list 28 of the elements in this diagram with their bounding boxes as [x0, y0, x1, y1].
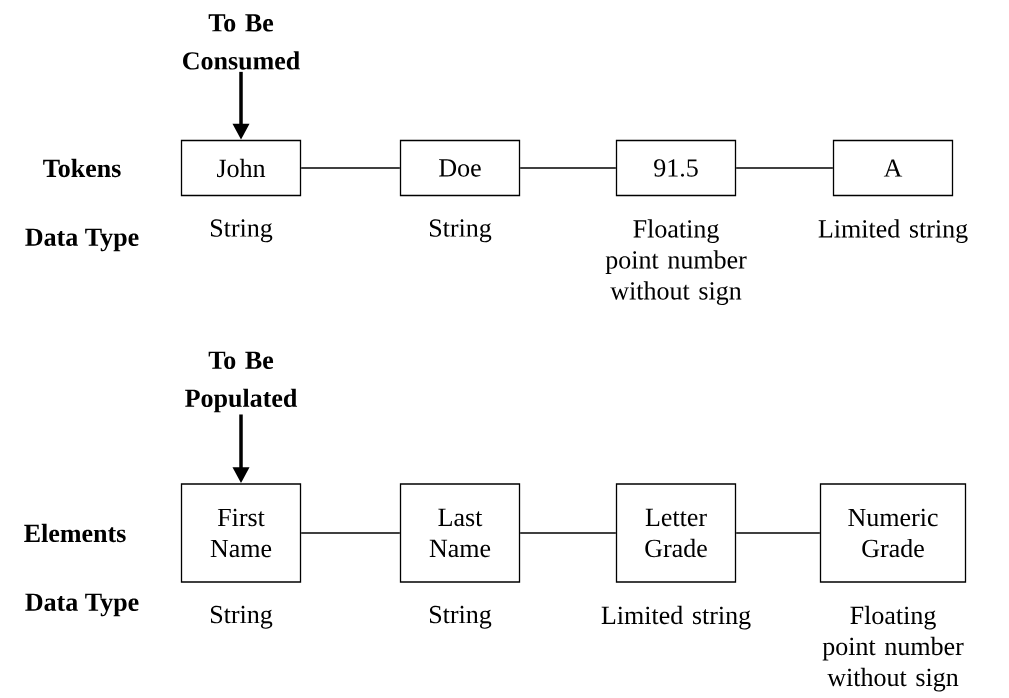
- token-box: 91.5: [615, 139, 737, 197]
- row-label: Data Type: [25, 593, 139, 617]
- connector-line: [300, 167, 401, 169]
- data-type-text: Floating point number without sign: [822, 605, 964, 692]
- connector-line: [300, 532, 401, 534]
- token-box: Last Name: [399, 483, 521, 583]
- data-type-text: String: [210, 219, 273, 243]
- connector-line: [735, 167, 834, 169]
- heading-text: To Be Populated: [185, 351, 298, 413]
- token-box: Letter Grade: [615, 483, 737, 583]
- heading-text: To Be Consumed: [183, 14, 300, 70]
- row-label: Elements: [24, 523, 126, 543]
- data-type-text: String: [210, 605, 273, 629]
- token-box: First Name: [180, 483, 302, 583]
- token-box: Numeric Grade: [819, 483, 967, 583]
- data-type-text: Limited string: [601, 605, 751, 630]
- row-label: Tokens: [43, 158, 121, 178]
- token-box: Doe: [399, 139, 521, 197]
- data-type-text: String: [429, 605, 492, 629]
- connector-line: [519, 532, 617, 534]
- data-type-text: Limited string: [818, 219, 968, 243]
- token-box: A: [832, 139, 954, 197]
- connector-line: [735, 532, 821, 534]
- row-label: Data Type: [25, 228, 139, 252]
- data-type-text: Floating point number without sign: [605, 219, 747, 305]
- connector-line: [519, 167, 617, 169]
- data-type-text: String: [429, 219, 492, 243]
- token-box: John: [180, 139, 302, 197]
